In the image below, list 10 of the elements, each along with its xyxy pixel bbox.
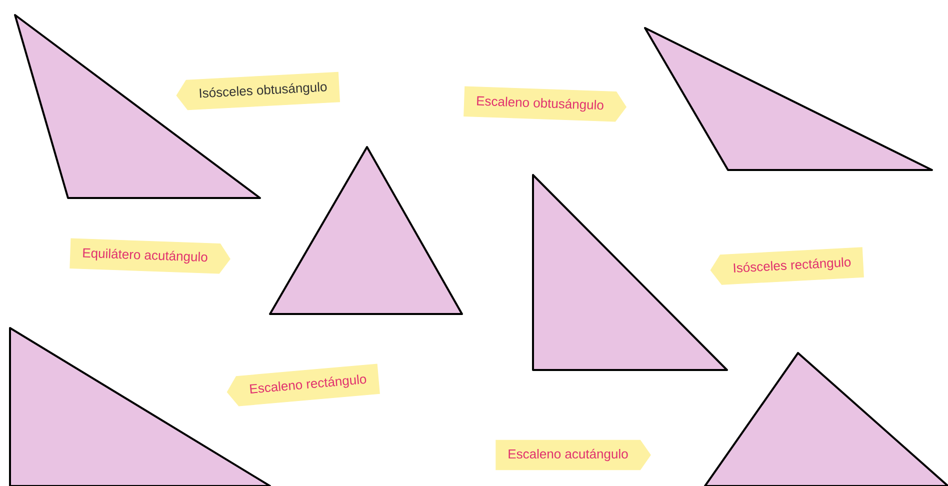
triangle — [532, 174, 728, 371]
label-tag: Equilátero acutángulo — [70, 238, 230, 274]
label-tag: Escaleno acutángulo — [496, 440, 651, 470]
label-tag: Isósceles obtusángulo — [176, 72, 340, 110]
triangle — [704, 352, 948, 486]
label-tag: Isósceles rectángulo — [710, 247, 864, 285]
triangle — [269, 146, 463, 315]
triangle — [644, 27, 933, 171]
label-tag: Escaleno obtusángulo — [464, 86, 626, 122]
label-tag: Escaleno rectángulo — [226, 364, 380, 406]
